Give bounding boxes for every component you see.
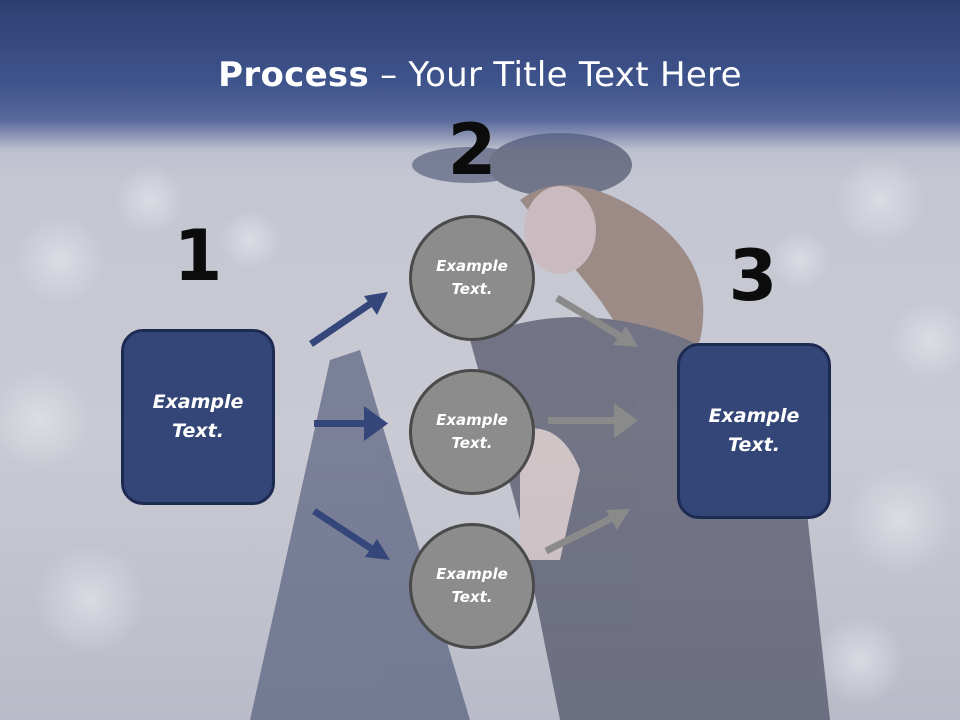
arrow-down-right-blue [312,508,390,560]
title-rest: – Your Title Text Here [369,55,742,95]
slide-title: Process – Your Title Text Here [0,52,960,98]
bokeh-lights [0,155,960,705]
start-box-text: Example Text. [152,391,244,442]
process-circle-bottom: Example Text. [409,523,535,649]
end-box: Example Text. [677,343,831,519]
arrow-down-right-gray [555,295,638,347]
title-bold: Process [218,55,370,95]
step-number-1: 1 [173,215,223,297]
circle-text-bottom: Example Text. [436,565,508,606]
process-circle-middle: Example Text. [409,369,535,495]
arrow-up-right-blue [309,292,388,347]
arrow-right-gray [548,403,638,438]
step-number-3: 3 [728,235,778,317]
arrow-up-right-gray [544,509,630,555]
process-circle-top: Example Text. [409,215,535,341]
step-number-2: 2 [447,109,497,191]
arrow-right-blue [314,406,388,441]
start-box: Example Text. [121,329,275,505]
circle-text-top: Example Text. [436,257,508,298]
end-box-text: Example Text. [708,405,800,456]
title-bar [0,0,960,150]
circle-text-middle: Example Text. [436,411,508,452]
